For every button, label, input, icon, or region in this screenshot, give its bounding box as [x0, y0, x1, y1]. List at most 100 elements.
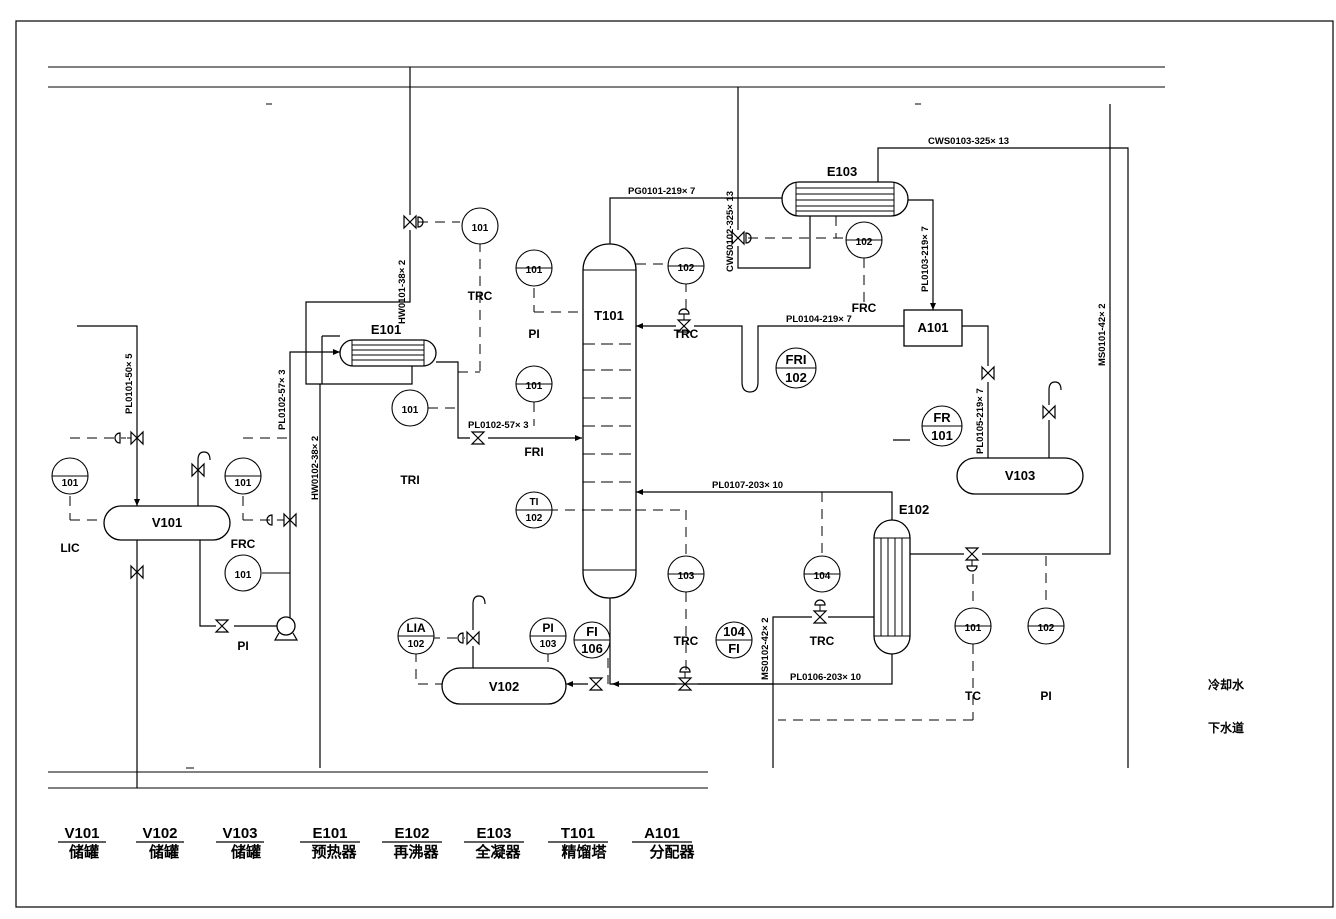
svg-text:101: 101: [472, 223, 489, 234]
inst-frc101b: 101: [224, 554, 262, 592]
svg-text:全凝器: 全凝器: [474, 843, 521, 861]
valve-v102-out: [588, 677, 604, 691]
label-pi-e102: PI: [1040, 689, 1051, 703]
valve-hw0101: [403, 214, 424, 230]
svg-text:E103: E103: [476, 825, 511, 842]
svg-text:101: 101: [931, 428, 953, 443]
svg-text:106: 106: [581, 641, 603, 656]
svg-text:分配器: 分配器: [649, 844, 695, 861]
t101-section: T101: [582, 197, 910, 685]
valve-ms0101: [964, 547, 980, 572]
inst-lic101: 101: [51, 457, 89, 495]
svg-text:储罐: 储罐: [231, 843, 261, 861]
e103-section: E103: [737, 87, 1129, 768]
svg-text:E101: E101: [312, 825, 347, 842]
label-tc: TC: [965, 689, 981, 703]
svg-text:101: 101: [402, 405, 419, 416]
pipe-pl0104: PL0104-219× 7: [786, 314, 852, 325]
valve-pl0105: [981, 365, 995, 381]
pipe-cws0102: CWS0102-325× 13: [725, 191, 736, 272]
pipe-ms0102: MS0102-42× 2: [760, 617, 771, 680]
label-trc-104: TRC: [810, 634, 835, 648]
pipe-pl0102a: PL0102-57× 3: [277, 370, 288, 430]
pipe-hw0102: HW0102-38× 2: [310, 436, 321, 500]
svg-text:精馏塔: 精馏塔: [561, 843, 607, 861]
distributor-a101: [903, 309, 963, 347]
instruments: 101 101 101 101 101 101 101 102 102 FRI 1…: [51, 207, 1065, 659]
label-trc-tower: TRC: [674, 327, 699, 341]
t101-tag: T101: [594, 308, 624, 323]
valve-v103-vent: [1042, 404, 1056, 420]
valve-v102-vent: [457, 630, 480, 646]
pipe-pl0102b: PL0102-57× 3: [468, 420, 528, 431]
svg-text:101: 101: [62, 478, 79, 489]
vessel-v101: [103, 505, 231, 541]
label-frc-a101: FRC: [852, 301, 877, 315]
inst-trc102-tower: 102: [667, 247, 705, 285]
svg-text:101: 101: [235, 570, 252, 581]
drawing-frame: [15, 20, 1334, 908]
label-pi-pump: PI: [237, 639, 248, 653]
svg-text:预热器: 预热器: [311, 843, 357, 861]
svg-text:FI: FI: [728, 641, 740, 656]
v102-tag: V102: [489, 679, 519, 694]
tower-signals: [533, 263, 687, 684]
svg-text:104: 104: [814, 571, 831, 582]
svg-text:E102: E102: [394, 825, 429, 842]
svg-text:T101: T101: [561, 825, 595, 842]
label-fri: FRI: [524, 445, 543, 459]
pipe-pl0105: PL0105-219× 7: [975, 388, 986, 454]
svg-text:TI: TI: [530, 497, 539, 508]
svg-text:LIA: LIA: [406, 621, 426, 635]
a101-tag: A101: [917, 320, 948, 335]
function-labels: LIC FRC PI TRI TRC PI FRI TRC FRC TRC TR…: [60, 289, 1245, 735]
valve-pump-suction: [214, 619, 230, 633]
inst-fr101: FR 101: [921, 405, 963, 447]
svg-text:储罐: 储罐: [149, 843, 179, 861]
inst-frc102: 102: [845, 221, 883, 259]
svg-text:104: 104: [723, 624, 745, 639]
svg-text:101: 101: [526, 381, 543, 392]
svg-text:102: 102: [785, 370, 807, 385]
valve-pl0102-tower: [470, 431, 486, 445]
inst-frc101a: 101: [224, 457, 262, 495]
svg-text:FR: FR: [933, 410, 951, 425]
inst-tri101: 101: [391, 389, 429, 427]
v101-tag: V101: [152, 515, 182, 530]
v101-section: V101: [69, 325, 340, 788]
svg-text:102: 102: [856, 237, 873, 248]
pump: [273, 616, 299, 641]
svg-text:V101: V101: [64, 825, 99, 842]
svg-text:103: 103: [678, 571, 695, 582]
label-trc-103: TRC: [674, 634, 699, 648]
inst-pi102: 102: [1027, 607, 1065, 645]
valve-frc-v101: [266, 512, 297, 528]
svg-text:V103: V103: [222, 825, 257, 842]
valve-pl0101: [114, 430, 144, 446]
pipe-cws0103: CWS0103-325× 13: [928, 136, 1009, 147]
inst-pi101-tower: 101: [515, 249, 553, 287]
exchanger-e103: [781, 181, 909, 217]
svg-text:A101: A101: [644, 825, 680, 842]
label-tri: TRI: [400, 473, 419, 487]
inst-fri101: 101: [515, 365, 553, 403]
valves: [114, 214, 1056, 691]
label-sewer: 下水道: [1208, 720, 1244, 735]
svg-text:PI: PI: [542, 621, 553, 635]
pipe-pg0101: PG0101-219× 7: [628, 186, 695, 197]
inst-tc101: 101: [954, 607, 992, 645]
valve-pl0106: [677, 666, 693, 691]
v103-tag: V103: [1005, 468, 1035, 483]
e102-tag: E102: [899, 502, 929, 517]
svg-text:101: 101: [526, 265, 543, 276]
pipe-ms0101: MS0101-42× 2: [1097, 303, 1108, 366]
